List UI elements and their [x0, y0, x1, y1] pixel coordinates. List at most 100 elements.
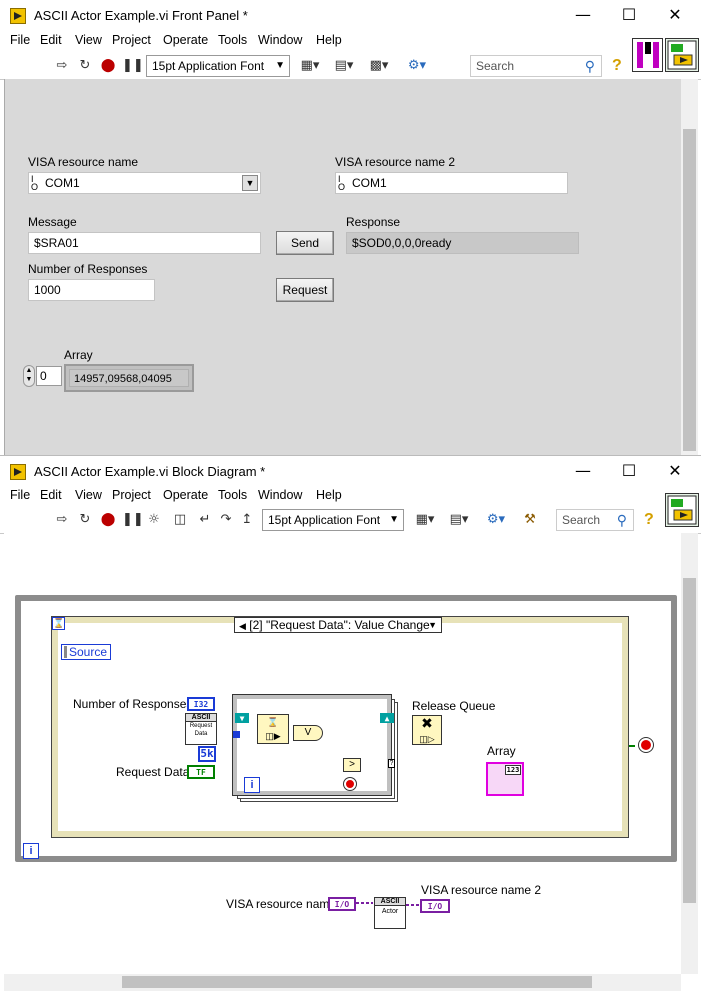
menu-tools[interactable]: Tools	[218, 488, 248, 502]
connector-pane-icon[interactable]	[632, 38, 663, 72]
step-into-icon[interactable]: ↵	[199, 512, 211, 527]
distribute-objects-icon[interactable]: ▤▾	[334, 58, 354, 73]
distribute-objects-icon[interactable]: ▤▾	[449, 512, 469, 527]
message-label: Message	[28, 215, 77, 229]
chevron-down-icon[interactable]: ▼	[242, 175, 258, 191]
array-index-stepper[interactable]: ▲▼	[23, 365, 35, 387]
send-button[interactable]: Send	[276, 231, 334, 255]
menu-project[interactable]: Project	[112, 488, 151, 502]
reorder-icon[interactable]: ⚙▾	[486, 512, 506, 527]
maximize-icon[interactable]: ☐	[621, 5, 637, 24]
visa-resource-name-2-terminal[interactable]: I/O	[420, 899, 450, 913]
array-indicator-terminal[interactable]: 123	[486, 762, 524, 796]
clean-up-diagram-icon[interactable]: ⚒	[524, 512, 536, 527]
scrollbar-thumb[interactable]	[683, 578, 696, 903]
ascii-actor-node[interactable]: ASCII Actor	[374, 897, 406, 929]
run-continuously-icon[interactable]: ↻	[79, 512, 91, 527]
vi-icon[interactable]	[665, 493, 699, 527]
font-selector-label: 15pt Application Font	[152, 59, 265, 73]
event-data-source-node[interactable]: Source	[61, 644, 112, 660]
queue-icon: ◫▷	[419, 734, 435, 744]
labview-vi-icon	[10, 464, 26, 480]
menu-tools[interactable]: Tools	[218, 33, 248, 47]
menu-operate[interactable]: Operate	[163, 488, 209, 502]
or-function-node[interactable]: V	[293, 725, 323, 741]
align-objects-icon[interactable]: ▦▾	[415, 512, 435, 527]
minimize-icon[interactable]: —	[575, 5, 591, 24]
abort-icon[interactable]: ⬤	[100, 58, 116, 73]
array-index-field[interactable]: 0	[36, 366, 62, 386]
block-diagram-horizontal-scrollbar[interactable]	[4, 974, 681, 991]
decrement-icon[interactable]: ◀	[239, 621, 246, 631]
close-icon[interactable]: ✕	[668, 5, 682, 24]
while-loop-stop-terminal[interactable]	[639, 738, 653, 752]
reorder-icon[interactable]: ⚙▾	[407, 58, 427, 73]
vi-icon[interactable]	[665, 38, 699, 72]
close-icon[interactable]: ✕	[668, 461, 682, 480]
for-loop-iteration-terminal[interactable]: i	[244, 777, 260, 793]
menu-operate[interactable]: Operate	[163, 33, 209, 47]
search-input[interactable]: Search⚲	[556, 509, 634, 531]
request-button[interactable]: Request	[276, 278, 334, 302]
step-over-icon[interactable]: ↷	[220, 512, 232, 527]
help-icon[interactable]: ?	[644, 511, 654, 528]
front-panel-vertical-scrollbar[interactable]	[681, 79, 698, 455]
menu-view[interactable]: View	[75, 33, 102, 47]
number-of-responses-terminal[interactable]: I32	[187, 697, 215, 711]
hourglass-icon[interactable]: ⌛	[52, 617, 65, 630]
menu-window[interactable]: Window	[258, 33, 303, 47]
align-objects-icon[interactable]: ▦▾	[300, 58, 320, 73]
pause-icon[interactable]: ❚❚	[122, 512, 144, 527]
request-data-terminal[interactable]: TF	[187, 765, 215, 779]
array-label: Array	[64, 348, 93, 362]
menu-view[interactable]: View	[75, 488, 102, 502]
abort-icon[interactable]: ⬤	[100, 512, 116, 527]
request-data-terminal-label: Request Data	[116, 765, 190, 779]
maximize-icon[interactable]: ☐	[621, 461, 637, 480]
request-data-message-node[interactable]: ASCII Request Data	[185, 713, 217, 745]
dequeue-element-node[interactable]: ⌛◫▶	[257, 714, 289, 744]
timeout-constant[interactable]: 5k	[198, 746, 216, 762]
scrollbar-thumb[interactable]	[683, 129, 696, 451]
shift-register-left[interactable]: ▼	[235, 713, 249, 723]
chevron-down-icon[interactable]: ▼	[428, 620, 437, 630]
menu-help[interactable]: Help	[316, 33, 342, 47]
menu-file[interactable]: File	[10, 488, 31, 502]
menu-edit[interactable]: Edit	[40, 33, 62, 47]
front-panel-toolbar: ⇨ ↻ ⬤ ❚❚ 15pt Application Font▼ ▦▾ ▤▾ ▩▾…	[0, 52, 701, 80]
equal-function-node[interactable]: >	[343, 758, 361, 772]
font-selector[interactable]: 15pt Application Font▼	[146, 55, 290, 77]
pause-icon[interactable]: ❚❚	[122, 58, 144, 73]
step-out-icon[interactable]: ↥	[241, 512, 253, 527]
help-icon[interactable]: ?	[612, 57, 622, 74]
while-loop[interactable]	[15, 595, 677, 862]
menu-help[interactable]: Help	[316, 488, 342, 502]
font-selector[interactable]: 15pt Application Font▼	[262, 509, 404, 531]
shift-register-right[interactable]: ▲	[380, 713, 394, 723]
number-of-responses-field[interactable]: 1000	[28, 279, 155, 301]
visa-resource-name-terminal[interactable]: I/O	[328, 897, 356, 911]
minimize-icon[interactable]: —	[575, 461, 591, 480]
message-field[interactable]: $SRA01	[28, 232, 261, 254]
event-case-selector[interactable]: ◀ [2] "Request Data": Value Change ▼	[234, 617, 442, 633]
menu-edit[interactable]: Edit	[40, 488, 62, 502]
run-arrow-icon[interactable]: ⇨	[56, 512, 68, 527]
menu-window[interactable]: Window	[258, 488, 303, 502]
run-continuously-icon[interactable]: ↻	[79, 58, 91, 73]
highlight-execution-icon[interactable]: ☼	[148, 512, 160, 527]
release-queue-node[interactable]: ✖◫▷	[412, 715, 442, 745]
menu-file[interactable]: File	[10, 33, 31, 47]
search-input[interactable]: Search⚲	[470, 55, 602, 77]
release-queue-label: Release Queue	[412, 699, 496, 713]
resize-objects-icon[interactable]: ▩▾	[369, 58, 389, 73]
block-diagram-vertical-scrollbar[interactable]	[681, 533, 698, 974]
retain-wire-values-icon[interactable]: ◫	[173, 512, 187, 527]
while-loop-iteration-terminal[interactable]: i	[23, 843, 39, 859]
menu-project[interactable]: Project	[112, 33, 151, 47]
scrollbar-thumb[interactable]	[122, 976, 592, 988]
run-arrow-icon[interactable]: ⇨	[56, 58, 68, 73]
for-loop-stop-terminal[interactable]	[344, 778, 356, 790]
front-panel-titlebar: ASCII Actor Example.vi Front Panel * — ☐…	[0, 0, 701, 30]
